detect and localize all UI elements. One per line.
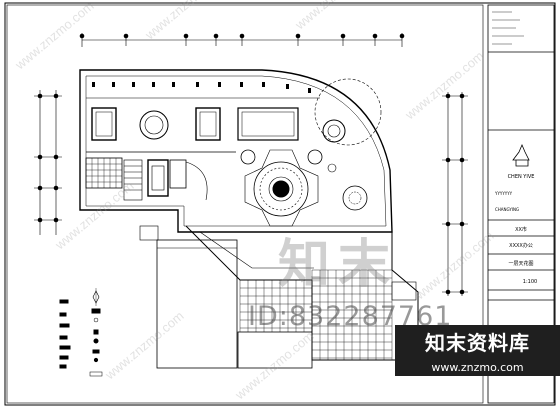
annex-small-room: [237, 331, 313, 369]
round-fixture-2-inner: [327, 124, 341, 138]
watermark-url-tile: www.znzmo.com: [52, 178, 137, 253]
elevator-shaft: [147, 159, 169, 197]
room-panel-1-inner: [95, 111, 113, 137]
company-line: YYYYYYY: [494, 191, 513, 196]
project-sub: XXXX办公: [509, 242, 533, 249]
lobby-ceiling-feature: [244, 149, 319, 227]
sheet-frame: [4, 2, 556, 406]
right-dimension-line: [442, 92, 468, 296]
inner-frame: [6, 4, 484, 404]
drawing-name: 一层天花图: [508, 260, 533, 267]
brand-banner: 知末资料库: [395, 325, 560, 358]
elevator-core: [151, 165, 165, 191]
room-panel-1: [91, 107, 117, 141]
lobby-fixture-right: [307, 149, 323, 165]
top-dimension-line: [79, 33, 405, 47]
lower-wing-wall: [199, 231, 314, 269]
dashed-circle-outline: [314, 78, 382, 146]
company-label: CHANGYING: [495, 207, 519, 212]
watermark-logo: 知末: [278, 234, 399, 295]
room-panel-2-inner: [199, 111, 217, 137]
right-entrance: [391, 281, 417, 301]
staircase: [123, 159, 143, 201]
legend-symbols: [59, 288, 103, 377]
top-fixture-row: [92, 82, 311, 93]
watermark-url-tile: www.znzmo.com: [232, 328, 317, 403]
title-block-top-rows: [492, 11, 524, 45]
lobby-fixture-far-inner: [348, 191, 362, 205]
project-name: XX市: [515, 226, 527, 233]
brand-url: www.znzmo.com: [395, 358, 560, 376]
annex-room: [156, 239, 238, 369]
title-block: [487, 4, 555, 404]
watermark-url-tile: www.znzmo.com: [102, 308, 187, 383]
drawing-scale: 1:100: [523, 279, 537, 285]
lobby-fixture-far: [342, 185, 368, 211]
round-fixture-2: [322, 119, 346, 143]
room-panel-2: [195, 107, 221, 141]
room-panel-3: [237, 107, 299, 141]
logo-icon: [512, 143, 530, 167]
watermark-url-tile: www.znzmo.com: [402, 48, 487, 123]
lobby-fixture-small: [327, 163, 337, 173]
lobby-fixture-left: [240, 149, 256, 165]
round-fixture-1-inner: [144, 115, 164, 135]
building-inner-outline: [85, 75, 387, 227]
entrance-step: [139, 225, 159, 241]
round-fixture-1: [139, 110, 169, 140]
service-room: [169, 159, 187, 189]
left-dimension-line: [34, 90, 62, 235]
stair-hatch: [85, 157, 123, 189]
room-panel-3-inner: [241, 111, 295, 137]
logo-text: CHEN YIVE: [508, 174, 535, 180]
door-swing: [185, 161, 208, 201]
building-outline: [79, 69, 393, 233]
